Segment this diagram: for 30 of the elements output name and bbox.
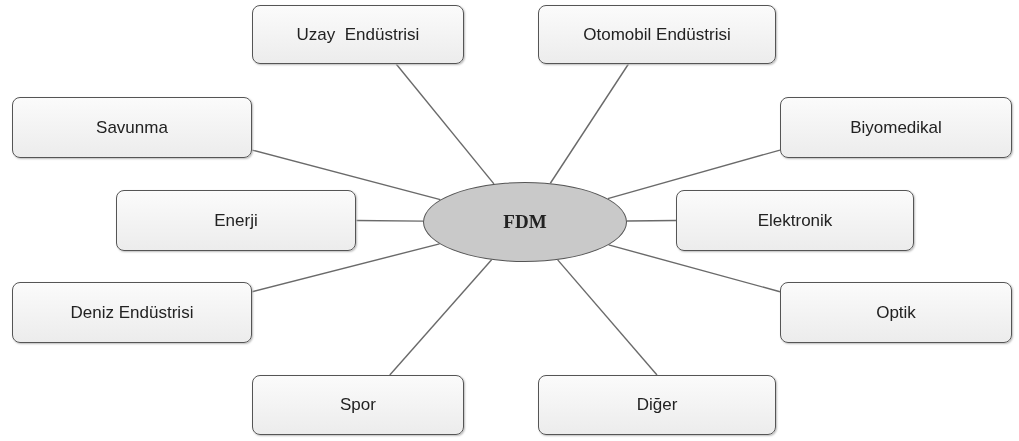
category-box: [12, 282, 252, 343]
connector-line: [607, 244, 781, 293]
node-label: Enerji: [214, 210, 258, 231]
node-label: Diğer: [636, 395, 678, 415]
connector-line: [549, 63, 630, 184]
category-box: [780, 282, 1012, 343]
node-label: Optik: [876, 302, 916, 323]
connector-line: [626, 219, 677, 222]
node-label: Elektronik: [757, 210, 833, 231]
category-box: [252, 375, 464, 435]
category-box: [252, 5, 464, 64]
category-box: [538, 5, 776, 64]
category-box: [538, 375, 776, 435]
node-label: Biyomedikal: [850, 117, 942, 138]
connector-line: [607, 149, 781, 200]
node-label: Savunma: [96, 117, 168, 138]
connector-line: [557, 259, 658, 376]
node-label: Spor: [340, 395, 376, 415]
node-label: Uzay Endüstrisi: [296, 24, 420, 45]
connector-line: [251, 243, 441, 293]
category-box: [12, 97, 252, 158]
node-label: FDM: [503, 211, 547, 233]
connector-line: [355, 219, 424, 222]
node-label: Otomobil Endüstrisi: [583, 24, 731, 45]
connector-line: [389, 259, 493, 376]
category-box: [780, 97, 1012, 158]
category-box: [676, 190, 914, 251]
node-label: Deniz Endüstrisi: [70, 302, 194, 323]
category-box: [116, 190, 356, 251]
connector-line: [251, 149, 442, 201]
